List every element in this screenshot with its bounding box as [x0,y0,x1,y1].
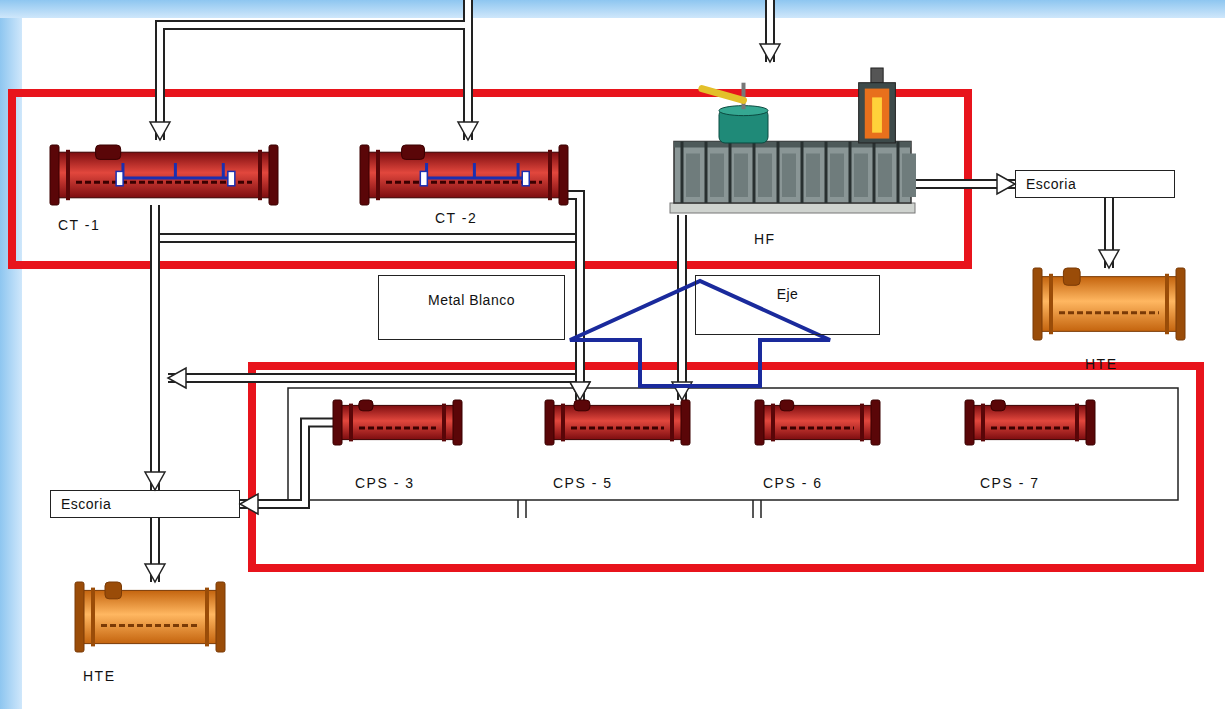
furnace-drawing [670,68,915,215]
flow-arrow-outline [568,195,580,400]
flow-arrow-outline [155,205,580,400]
flow-arrow [240,423,333,505]
flow-direction-arrow [570,281,830,386]
node-label: CT -2 [435,210,477,226]
converter-vessel: CPS - 6 [755,400,880,445]
flow-arrow-fill [155,205,580,400]
feed-arrow [160,0,770,140]
flow-arrow-fill [915,181,1015,187]
flow-arrow-fill [152,518,158,582]
node-label: Eje [777,286,799,302]
vessel-drawing [965,400,1095,445]
process-box: Eje [695,275,880,335]
vessel-drawing [755,400,880,445]
flow-arrow-fill [1106,198,1112,268]
vessel-drawing [333,400,462,445]
process-box: Escoria [1015,170,1175,198]
flash-furnace: HF [670,68,915,215]
highlight-frame [252,366,1200,568]
flow-arrow [155,205,580,400]
node-label: CPS - 7 [980,475,1040,491]
vessel-drawing [545,400,690,445]
flow-arrow-fill [679,215,685,400]
flow-arrow-fill [240,423,333,505]
flow-arrow-outline [150,518,160,582]
node-label: CPS - 5 [553,475,613,491]
group-tick [518,500,761,518]
node-label: HF [754,231,776,247]
flow-arrow [155,518,156,582]
flow-arrow [568,195,580,400]
process-box: Escoria [50,490,240,518]
converter-vessel: CPS - 5 [545,400,690,445]
flow-arrow-outline [915,179,1015,189]
node-label: Metal Blanco [428,292,515,308]
slag-vessel: HTE [75,582,225,652]
flow-arrow-outline [1104,198,1114,268]
process-box: Metal Blanco [378,275,565,340]
flow-arrow-fill [152,205,158,490]
node-label: CPS - 6 [763,475,823,491]
flow-arrow-outline [677,215,687,400]
converter-vessel: CPS - 7 [965,400,1095,445]
flow-arrow-outline [240,423,333,505]
vessel-drawing [75,582,225,652]
vessel-drawing [1033,268,1185,340]
flow-arrow [1109,198,1110,268]
node-label: CPS - 3 [355,475,415,491]
converter-vessel: CT -1 [50,145,278,205]
node-label: HTE [83,668,116,684]
node-label: Escoria [1026,176,1076,192]
slide-strip [0,0,1225,18]
vessel-drawing [50,145,278,205]
flow-arrow [155,205,156,490]
converter-group-box [288,388,1178,500]
node-label: Escoria [61,496,111,512]
node-label: HTE [1085,356,1118,372]
flow-arrow [915,184,1015,185]
converter-vessel: CPS - 3 [333,400,462,445]
vessel-drawing [360,145,568,205]
node-label: CT -1 [58,217,100,233]
converter-vessel: CT -2 [360,145,568,205]
flow-arrow-fill [568,195,580,400]
flow-arrow-outline [150,205,160,490]
return-arrow [168,378,580,379]
flow-arrow [682,215,683,400]
slag-vessel: HTE [1033,268,1185,340]
